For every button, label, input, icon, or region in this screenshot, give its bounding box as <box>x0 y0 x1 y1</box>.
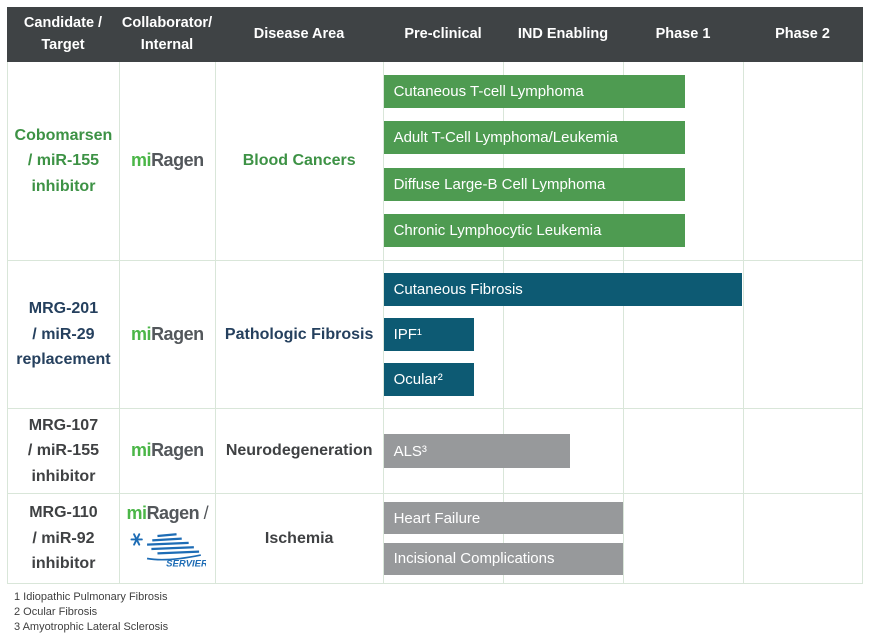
pipeline-bar: IPF¹ <box>383 318 475 351</box>
disease-area-cell: Neurodegeneration <box>216 409 384 493</box>
table-row-mrg110: MRG-110 / miR-92 inhibitor miRagen / <box>8 494 862 583</box>
miragen-logo: miRagen <box>131 440 204 462</box>
disease-area-label: Neurodegeneration <box>225 442 373 459</box>
pipeline-bar: Incisional Complications <box>383 542 623 575</box>
bar-group: Heart Failure Incisional Complications <box>383 494 862 583</box>
miragen-logo-mi: mi <box>131 323 152 344</box>
bar-group: Cutaneous T-cell Lymphoma Adult T-Cell L… <box>383 62 862 260</box>
stage-chart-cell: Cutaneous Fibrosis IPF¹ Ocular² <box>383 261 862 408</box>
stage-chart-cell: ALS³ <box>383 409 862 493</box>
miragen-logo-mi: mi <box>131 150 152 171</box>
header-stage-preclinical: Pre-clinical <box>404 25 482 42</box>
collaborator-cell: miRagen <box>120 261 216 408</box>
miragen-logo: miRagen <box>131 150 204 172</box>
bar-group: ALS³ <box>383 409 862 493</box>
miragen-logo-ragen: Ragen <box>146 503 200 524</box>
header-stage-phase2: Phase 2 <box>775 25 830 42</box>
miragen-logo-ragen: Ragen <box>151 323 204 344</box>
miragen-logo-ragen: Ragen <box>151 440 204 461</box>
pipeline-bar: Cutaneous T-cell Lymphoma <box>383 75 685 109</box>
candidate-name: MRG-107 / miR-155 inhibitor <box>27 416 99 485</box>
pipeline-bar: Adult T-Cell Lymphoma/Leukemia <box>383 121 685 155</box>
pipeline-bar: ALS³ <box>383 434 571 468</box>
pipeline-table: Candidate / Target Collaborator/ Interna… <box>7 7 863 584</box>
candidate-cell: MRG-107 / miR-155 inhibitor <box>8 409 120 493</box>
footnote-ocular: 2 Ocular Fibrosis <box>14 606 98 618</box>
header-collaborator-internal: Collaborator/ Internal <box>121 15 213 53</box>
table-row-cobomarsen: Cobomarsen / miR-155 inhibitor miRagen B… <box>8 62 862 261</box>
servier-logo: SERVIER <box>128 529 208 574</box>
header-row: Candidate / Target Collaborator/ Interna… <box>7 7 863 62</box>
candidate-cell: MRG-110 / miR-92 inhibitor <box>8 494 120 583</box>
collaborator-cell: miRagen <box>120 62 216 260</box>
candidate-name: Cobomarsen / miR-155 inhibitor <box>14 126 113 195</box>
header-candidate-target: Candidate / Target <box>23 15 103 53</box>
stage-chart-cell: Heart Failure Incisional Complications <box>383 494 862 583</box>
pipeline-bar: Heart Failure <box>383 502 623 535</box>
miragen-logo: miRagen <box>131 324 204 346</box>
servier-logo-text: SERVIER <box>166 558 206 569</box>
bar-group: Cutaneous Fibrosis IPF¹ Ocular² <box>383 261 862 408</box>
disease-area-cell: Pathologic Fibrosis <box>216 261 384 408</box>
pipeline-bar: Ocular² <box>383 363 475 396</box>
header-stage-ind-enabling: IND Enabling <box>517 25 609 42</box>
disease-area-label: Pathologic Fibrosis <box>224 325 374 343</box>
miragen-logo-mi: mi <box>126 503 148 524</box>
header-stage-phase1: Phase 1 <box>655 25 711 42</box>
candidate-name: MRG-110 / miR-92 inhibitor <box>29 504 98 573</box>
disease-area-cell: Ischemia <box>216 494 384 583</box>
footnote-als: 3 Amyotrophic Lateral Sclerosis <box>14 621 169 633</box>
miragen-logo: miRagen / <box>127 503 209 525</box>
servier-swoosh-icon <box>147 532 202 561</box>
table-row-mrg107: MRG-107 / miR-155 inhibitor miRagen Neur… <box>8 409 862 494</box>
header-disease-area: Disease Area <box>253 25 345 42</box>
pipeline-bar: Diffuse Large-B Cell Lymphoma <box>383 167 685 201</box>
stage-chart-cell: Cutaneous T-cell Lymphoma Adult T-Cell L… <box>383 62 862 260</box>
servier-star-icon <box>130 533 144 546</box>
candidate-cell: MRG-201 / miR-29 replacement <box>8 261 120 408</box>
pipeline-bar: Chronic Lymphocytic Leukemia <box>383 213 685 247</box>
candidate-cell: Cobomarsen / miR-155 inhibitor <box>8 62 120 260</box>
disease-area-label: Ischemia <box>264 529 334 547</box>
disease-area-label: Blood Cancers <box>242 152 356 169</box>
footnotes: 1 Idiopathic Pulmonary Fibrosis 2 Ocular… <box>14 590 168 635</box>
table-body: Cobomarsen / miR-155 inhibitor miRagen B… <box>7 62 863 584</box>
collaborator-cell: miRagen <box>120 409 216 493</box>
miragen-logo-ragen: Ragen <box>151 150 204 171</box>
collaborator-cell: miRagen / <box>120 494 216 583</box>
pipeline-bar: Cutaneous Fibrosis <box>383 273 743 306</box>
disease-area-cell: Blood Cancers <box>216 62 384 260</box>
miragen-logo-mi: mi <box>131 440 152 461</box>
footnote-ipf: 1 Idiopathic Pulmonary Fibrosis <box>14 591 168 603</box>
collaborator-slash: / <box>199 503 209 524</box>
candidate-name: MRG-201 / miR-29 replacement <box>16 300 111 369</box>
table-row-mrg201: MRG-201 / miR-29 replacement miRagen Pat… <box>8 261 862 409</box>
